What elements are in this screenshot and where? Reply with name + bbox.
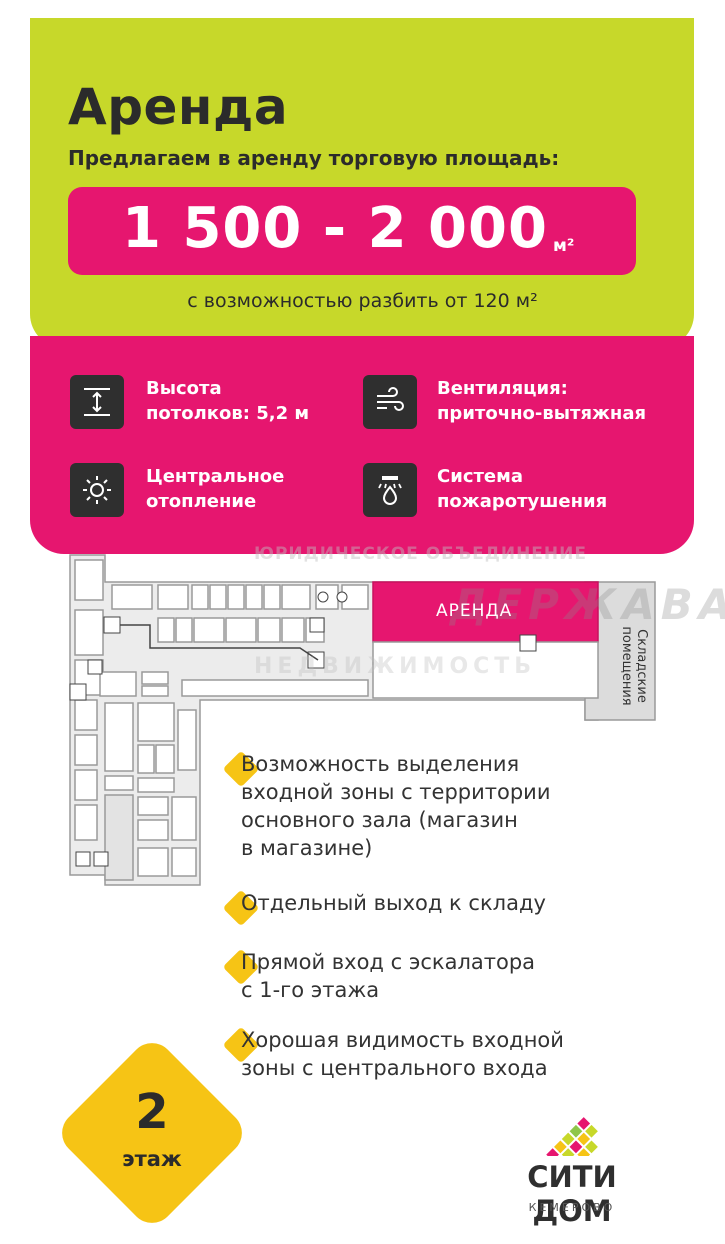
watermark-big: ДЕРЖАВА bbox=[450, 580, 725, 629]
logo-name: СИТИ ДОМ bbox=[527, 1160, 617, 1228]
floor-plan bbox=[0, 540, 725, 890]
city-dom-logo-icon bbox=[546, 1117, 598, 1156]
ceiling-height-icon bbox=[70, 375, 124, 429]
watermark-bottom: НЕДВИЖИМОСТЬ bbox=[254, 654, 537, 679]
watermark-top: ЮРИДИЧЕСКОЕ ОБЪЕДИНЕНИЕ bbox=[254, 544, 587, 564]
storage-label: Складские помещения bbox=[619, 626, 649, 706]
page-subtitle: Предлагаем в аренду торговую площадь: bbox=[68, 146, 560, 170]
split-note: с возможностью разбить от 120 м² bbox=[187, 290, 538, 312]
page-title: Аренда bbox=[68, 78, 289, 136]
features-card bbox=[30, 336, 694, 554]
floor-plan-drawing bbox=[69, 554, 656, 886]
fire-sprinkler-icon bbox=[363, 463, 417, 517]
floor-word: этаж bbox=[122, 1147, 182, 1171]
rent-zone-label: АРЕНДА bbox=[436, 601, 513, 621]
area-unit: м² bbox=[553, 236, 575, 256]
header-card bbox=[30, 18, 694, 348]
area-value: 1 500 - 2 000 bbox=[122, 196, 548, 261]
area-banner bbox=[68, 187, 636, 275]
feature-ventilation-text: Вентиляция:приточно-вытяжная bbox=[437, 378, 647, 424]
ventilation-icon bbox=[363, 375, 417, 429]
heating-icon bbox=[70, 463, 124, 517]
floor-number: 2 bbox=[135, 1084, 169, 1140]
logo-city: КЕМЕРОВО bbox=[528, 1201, 616, 1214]
